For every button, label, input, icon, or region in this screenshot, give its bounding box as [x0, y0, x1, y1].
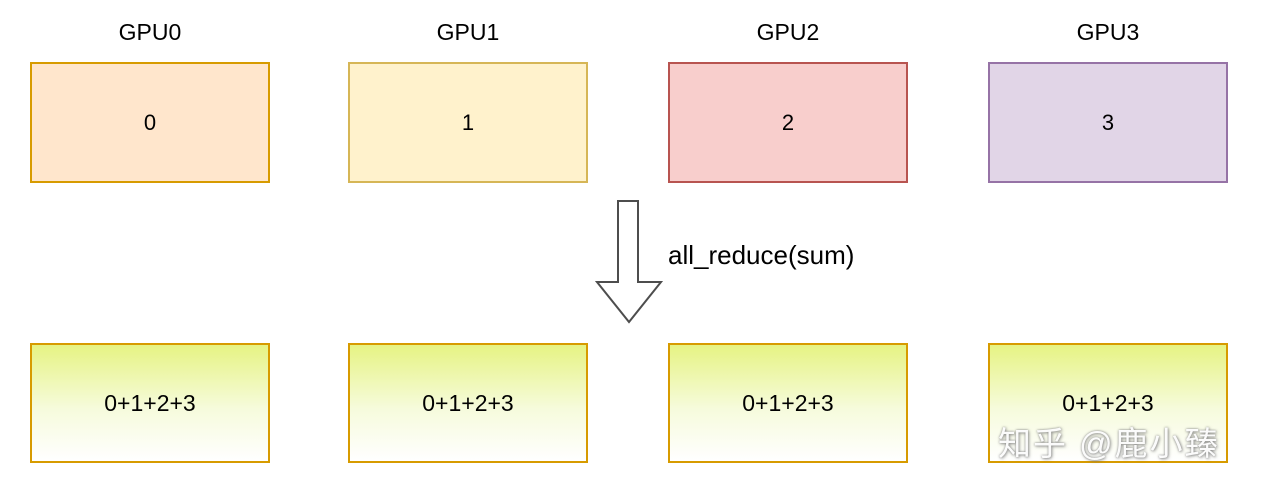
gpu3-result-box: 0+1+2+3: [988, 343, 1228, 463]
gpu3-input-value: 3: [1101, 109, 1115, 135]
watermark: 知乎 @鹿小臻: [998, 425, 1220, 462]
gpu1-result-box: 0+1+2+3: [348, 343, 588, 463]
gpu0-input-box: 0: [30, 62, 270, 183]
gpu1-column: GPU1 1 0+1+2+3: [348, 0, 588, 496]
down-arrow-icon: [595, 200, 664, 324]
gpu0-input-value: 0: [143, 109, 157, 135]
gpu2-label: GPU2: [756, 19, 820, 45]
gpu2-input-box: 2: [668, 62, 908, 183]
gpu1-input-value: 1: [461, 109, 475, 135]
gpu0-label: GPU0: [118, 19, 182, 45]
gpu2-input-value: 2: [781, 109, 795, 135]
gpu3-result-value: 0+1+2+3: [1062, 389, 1154, 416]
gpu2-column: GPU2 2 0+1+2+3: [668, 0, 908, 496]
gpu0-column: GPU0 0 0+1+2+3: [30, 0, 270, 496]
gpu0-result-value: 0+1+2+3: [104, 389, 196, 416]
gpu2-result-value: 0+1+2+3: [742, 389, 834, 416]
gpu2-result-box: 0+1+2+3: [668, 343, 908, 463]
gpu0-result-box: 0+1+2+3: [30, 343, 270, 463]
gpu3-label: GPU3: [1076, 19, 1140, 45]
operation-label: all_reduce(sum): [668, 240, 855, 270]
gpu1-input-box: 1: [348, 62, 588, 183]
gpu3-input-box: 3: [988, 62, 1228, 183]
gpu1-result-value: 0+1+2+3: [422, 389, 514, 416]
gpu1-label: GPU1: [436, 19, 500, 45]
gpu3-column: GPU3 3 0+1+2+3: [988, 0, 1228, 496]
